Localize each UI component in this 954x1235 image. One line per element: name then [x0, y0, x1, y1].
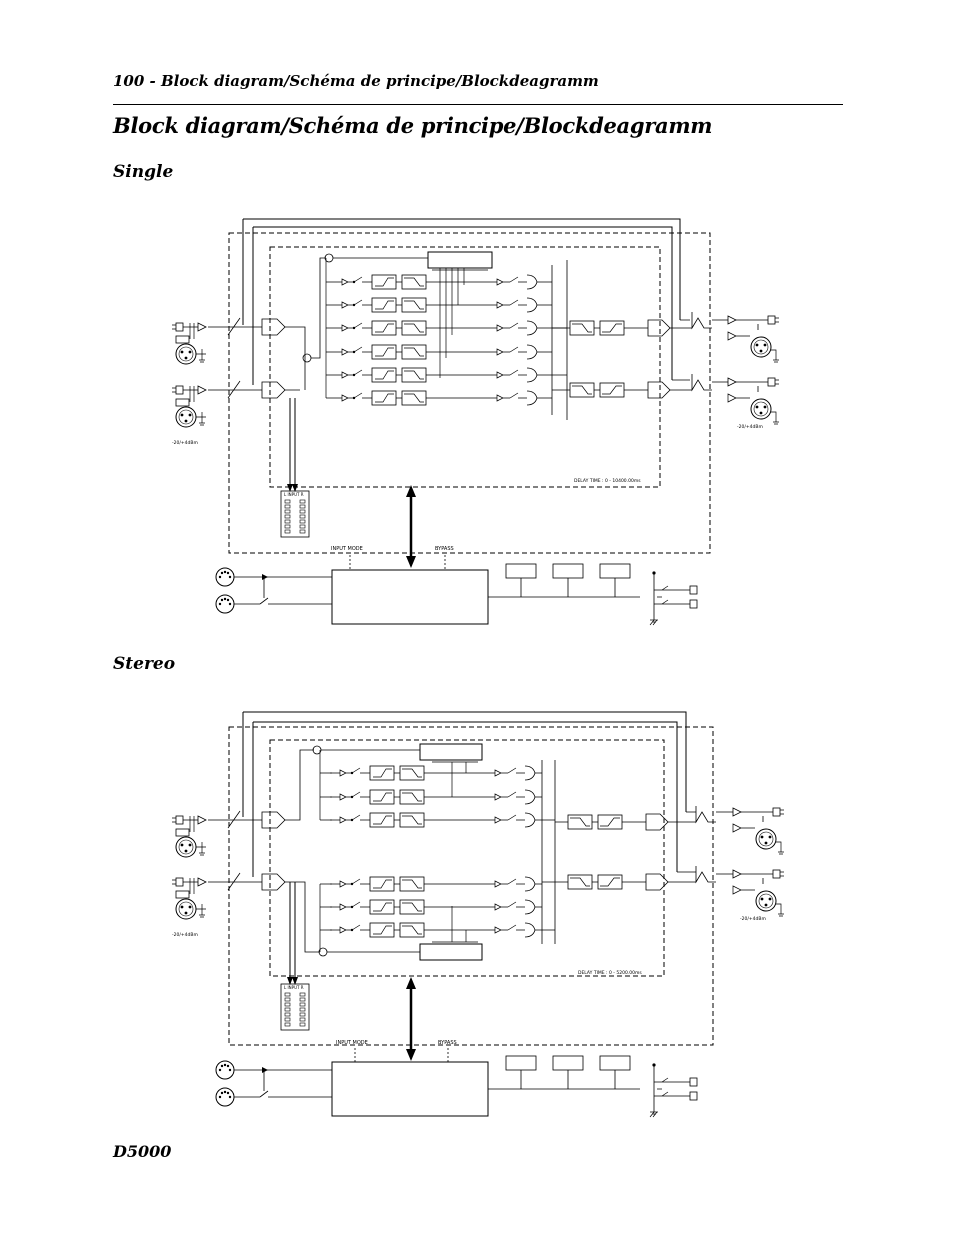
level-meter [280, 983, 310, 1031]
tap-row-r2 [329, 899, 536, 915]
input-amp-1 [261, 811, 286, 829]
bypass-label: BYPASS [438, 1040, 457, 1046]
input-ch2-connector-icon [171, 877, 207, 920]
meter-label: L INPUT R [284, 492, 304, 497]
section-title-single: Single [113, 162, 174, 182]
delay-memory-block-l [419, 743, 483, 761]
output-ch2-connector-icon [727, 377, 780, 425]
dsp-boundary [269, 246, 661, 488]
control-section [331, 563, 698, 626]
input-amp-2 [261, 381, 286, 399]
bypass-line-outer [243, 711, 687, 812]
footer-model: D5000 [113, 1142, 172, 1161]
output-ch1-connector-icon [732, 807, 785, 855]
input-level-label: -20/+4dBm [172, 440, 198, 446]
tap-row-4 [331, 344, 538, 360]
tap-row-l3 [329, 812, 536, 828]
tap-row-2 [331, 297, 538, 313]
input-mode-label: INPUT MODE [336, 1040, 368, 1046]
output-level-label: -20/+4dBm [740, 916, 766, 922]
input-mode-label: INPUT MODE [331, 546, 363, 552]
midi-in-icon [215, 1060, 235, 1080]
delay-time-label: DELAY TIME : 0 - 10400.00ms [574, 478, 641, 484]
tap-row-l1 [329, 765, 536, 781]
control-section [331, 1055, 698, 1118]
input-amp-1 [261, 318, 286, 336]
meter-label: L INPUT R [284, 985, 304, 990]
page-title: Block diagram/Schéma de principe/Blockde… [113, 113, 713, 138]
tap-row-r3 [329, 922, 536, 938]
bypass-label: BYPASS [435, 546, 454, 552]
level-meter [280, 490, 310, 538]
tap-row-1 [331, 274, 538, 290]
delay-memory-block [427, 251, 493, 269]
output-chain-1 [567, 813, 669, 831]
tap-row-5 [331, 367, 538, 383]
input-ch1-connector-icon [171, 815, 207, 858]
unit-boundary [228, 232, 711, 554]
output-chain-1 [569, 319, 671, 337]
delay-time-label: DELAY TIME : 0 - 5200.00ms [578, 970, 642, 976]
output-ch1-connector-icon [727, 315, 780, 363]
running-head: 100 - Block diagram/Schéma de principe/B… [113, 72, 599, 90]
midi-in-icon [215, 567, 235, 587]
tap-row-6 [331, 390, 538, 406]
tap-row-l2 [329, 789, 536, 805]
midi-out-icon [215, 594, 235, 614]
diagram-single: L INPUT R -20/+4dBm -20/+4dBm DELAY TIME… [171, 218, 780, 626]
bypass-line-inner [253, 226, 673, 380]
input-ch1-connector-icon [171, 322, 207, 365]
output-chain-2 [569, 381, 671, 399]
diagram-stereo: L INPUT R -20/+4dBm -20/+4dBm DELAY TIME… [171, 711, 785, 1118]
input-amp-2 [261, 873, 286, 891]
bypass-line-outer [243, 218, 681, 320]
input-level-label: -20/+4dBm [172, 932, 198, 938]
tap-row-3 [331, 320, 538, 336]
unit-boundary [228, 726, 714, 1046]
output-chain-2 [567, 873, 669, 891]
tap-row-r1 [329, 876, 536, 892]
output-level-label: -20/+4dBm [737, 424, 763, 430]
midi-out-icon [215, 1087, 235, 1107]
mixer-icon [302, 353, 312, 363]
input-ch2-connector-icon [171, 385, 207, 428]
header-rule [113, 104, 843, 105]
dsp-boundary [269, 739, 665, 977]
delay-memory-block-r [419, 943, 483, 961]
section-title-stereo: Stereo [113, 654, 176, 674]
output-ch2-connector-icon [732, 869, 785, 917]
